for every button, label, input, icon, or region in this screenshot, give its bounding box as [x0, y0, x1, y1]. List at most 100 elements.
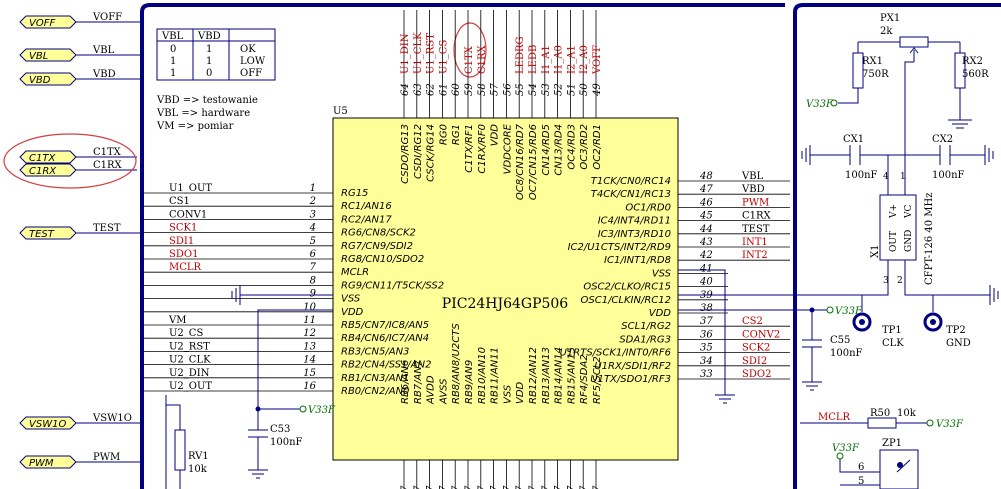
chip-body — [332, 117, 679, 461]
x1-pin-out: OUT — [889, 231, 899, 252]
pin-name: RG7/CN9/SDI2 — [341, 241, 413, 252]
sheet-borders — [140, 2, 1001, 489]
net-label: LEDB — [528, 45, 539, 74]
pin-number-partial: 7 — [413, 485, 424, 489]
pin-name: VDDCORE — [502, 123, 513, 174]
c55-ref: C55 — [830, 335, 850, 346]
pin-name: IC1/INT1/RD8 — [604, 255, 671, 266]
x1-pin-num: 1 — [900, 172, 906, 182]
net-label: LEDRG — [515, 37, 526, 74]
net-label: U2_CS — [169, 328, 203, 339]
pin-name: U1RTS/SCK1/INT0/RF6 — [560, 348, 671, 359]
v33f-label: V33F — [832, 443, 860, 454]
pin-number: 51 — [566, 83, 577, 96]
pin-number: 11 — [303, 315, 316, 326]
net-label: C1RX — [742, 211, 772, 222]
pin-name: VDD — [515, 381, 526, 404]
port-net-label: VSW1O — [92, 413, 132, 424]
net-label: I1_A0 — [554, 45, 565, 74]
x1-pin-vplus: V+ — [889, 204, 899, 219]
pin-name: RB1/CN3/AN1 — [341, 373, 409, 384]
pin-number-partial: 7 — [477, 485, 488, 489]
truth-table: VBL VBD 0 1 OK 1 1 LOW 1 0 OFF — [156, 28, 276, 81]
pin-number: 59 — [464, 83, 475, 96]
rx2-ref: RX2 — [962, 56, 983, 67]
pin-name: OSC2/CLKO/RC15 — [583, 282, 671, 293]
pin-number-partial: 7 — [579, 485, 590, 489]
note-line: VBD => testowanie — [156, 95, 258, 106]
pin-name: VSS — [341, 294, 361, 305]
net-label: U2_OUT — [169, 381, 212, 392]
net-label: INT1 — [742, 237, 768, 248]
zp1-pin: 6 — [858, 462, 864, 473]
x1-pin-num: 3 — [883, 276, 889, 286]
net-label: C1RX — [477, 44, 488, 74]
v33f-top: V33F — [806, 99, 838, 110]
pin-name: OC7/CN15/RD6 — [528, 124, 539, 200]
pin-number: 62 — [426, 83, 437, 96]
oscillator-labels: PX1 2k RX1 750R RX2 560R CX1 100nF CX2 1… — [843, 13, 989, 286]
net-label: SCK2 — [742, 343, 770, 354]
pin-number-partial: 7 — [592, 485, 603, 489]
pin-number-partial: 7 — [541, 485, 552, 489]
pin-number-partial: 7 — [490, 485, 501, 489]
test-point-tp2[interactable]: TP2 GND — [923, 295, 971, 349]
net-label: SDI1 — [169, 236, 194, 247]
pin-number: 10 — [303, 302, 316, 313]
net-label: SDO2 — [742, 369, 771, 380]
c55-value: 100nF — [830, 348, 863, 359]
trimmer-rv1: RV1 10k — [165, 395, 209, 489]
test-point-tp1[interactable]: TP1 CLK — [852, 295, 904, 349]
port-net-label: TEST — [93, 223, 121, 234]
pin-name: RB12/AN12 — [528, 347, 539, 404]
v33f-label: V33F — [806, 99, 834, 110]
pin-number: 34 — [700, 356, 713, 367]
cx2-value: 100nF — [932, 170, 965, 181]
rv1-value: 10k — [188, 464, 208, 475]
net-label: TEST — [742, 224, 770, 235]
pin-number: 49 — [592, 83, 603, 97]
truth-table-cell: 0 — [206, 68, 212, 79]
pin-number-partial: 7 — [400, 485, 411, 489]
v33f-label: V33F — [835, 306, 863, 317]
pin-number: 2 — [309, 196, 316, 207]
net-label: CS1 — [169, 196, 190, 207]
pin-name: VSS — [502, 384, 513, 404]
port-flag-label: PWM — [29, 458, 54, 469]
truth-table-cell: 0 — [170, 44, 176, 55]
pin-number: 41 — [699, 263, 713, 274]
truth-table-cell: LOW — [240, 56, 266, 67]
c53-value: 100nF — [270, 437, 303, 448]
pin-number: 8 — [310, 275, 316, 286]
tp2-label: GND — [946, 338, 971, 349]
pin-number: 42 — [699, 250, 713, 261]
v33f-label: V33F — [936, 419, 964, 430]
tp1-label: CLK — [882, 338, 904, 349]
truth-table-cell: OFF — [240, 68, 262, 79]
net-label: VBD — [741, 184, 765, 195]
pin-number: 35 — [700, 343, 713, 354]
pin-name: CN14/RD5 — [541, 124, 552, 176]
pin-number: 60 — [451, 83, 462, 96]
pin-number-partial: 7 — [515, 485, 526, 489]
pin-name: VDD — [341, 307, 364, 318]
c53-labels: V33F C53 100nF — [270, 405, 336, 448]
notes: VBD => testowanie VBL => hardware VM => … — [156, 95, 258, 132]
truth-table-cell: 1 — [170, 56, 176, 67]
pin-name: RB14/AN14 — [554, 347, 565, 404]
pin-name: C1RX/RF0 — [477, 124, 488, 174]
rv1-ref: RV1 — [188, 451, 209, 462]
chip-u5: U5 PIC24HJ64GP506 — [332, 106, 679, 461]
pin-name: RB4/CN6/IC7/AN4 — [341, 333, 429, 344]
pin-number: 38 — [700, 303, 713, 314]
pin-number: 46 — [699, 197, 713, 208]
pin-name: VDD — [649, 308, 672, 319]
